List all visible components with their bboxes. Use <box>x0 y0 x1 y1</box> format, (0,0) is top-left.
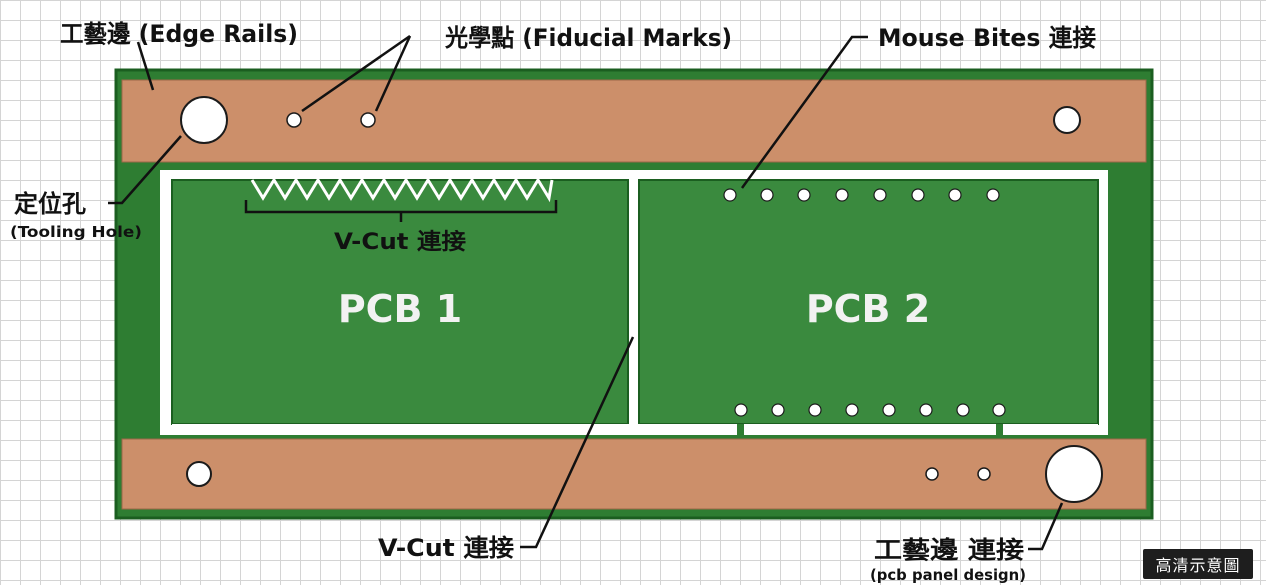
pcb2-board <box>638 179 1099 425</box>
label-vcut-top: V-Cut 連接 <box>334 230 466 255</box>
bridge-tab-left <box>737 424 744 435</box>
edge-rail-bottom <box>121 438 1147 510</box>
label-vcut-bottom: V-Cut 連接 <box>378 534 514 562</box>
tooling-hole-large-bottom-right <box>1045 445 1103 503</box>
tooling-hole-small-bottom-left <box>186 461 212 487</box>
label-edge-rails: 工藝邊 (Edge Rails) <box>60 20 298 48</box>
vcut-teeth <box>250 177 554 203</box>
fiducial-mark-top-1 <box>286 112 302 128</box>
vcut-bridge-bottom <box>172 424 1098 431</box>
tooling-hole-large-top-left <box>180 96 228 144</box>
leader-edge-connect <box>1028 502 1064 551</box>
leader-mouse-bites <box>740 35 868 189</box>
mouse-bites-top-row <box>723 188 1000 202</box>
label-tooling-hole-en: (Tooling Hole) <box>10 223 142 241</box>
hd-badge: 高清示意圖 <box>1143 549 1253 579</box>
fiducial-mark-bottom-2 <box>977 467 991 481</box>
leader-vcut-bottom <box>520 336 635 549</box>
mouse-bites-bottom-row <box>734 403 1006 417</box>
label-fiducial-marks: 光學點 (Fiducial Marks) <box>444 24 732 52</box>
label-edge-connect-cn: 工藝邊 連接 <box>874 536 1024 564</box>
fiducial-mark-bottom-1 <box>925 467 939 481</box>
leader-fiducial-2 <box>374 35 412 112</box>
label-pcb1: PCB 1 <box>338 287 462 331</box>
tooling-hole-small-top-right <box>1053 106 1081 134</box>
label-pcb2: PCB 2 <box>806 287 930 331</box>
label-mouse-bites: Mouse Bites 連接 <box>878 24 1096 52</box>
bridge-tab-right <box>996 424 1003 435</box>
fiducial-mark-top-2 <box>360 112 376 128</box>
leader-fiducial-1 <box>301 34 411 113</box>
vcut-bracket <box>244 200 558 222</box>
edge-rail-top <box>121 79 1147 163</box>
leader-edge-rails <box>136 41 155 91</box>
label-edge-connect-en: (pcb panel design) <box>870 566 1026 584</box>
label-tooling-hole-cn: 定位孔 <box>14 190 86 218</box>
leader-tooling-hole <box>108 135 182 205</box>
